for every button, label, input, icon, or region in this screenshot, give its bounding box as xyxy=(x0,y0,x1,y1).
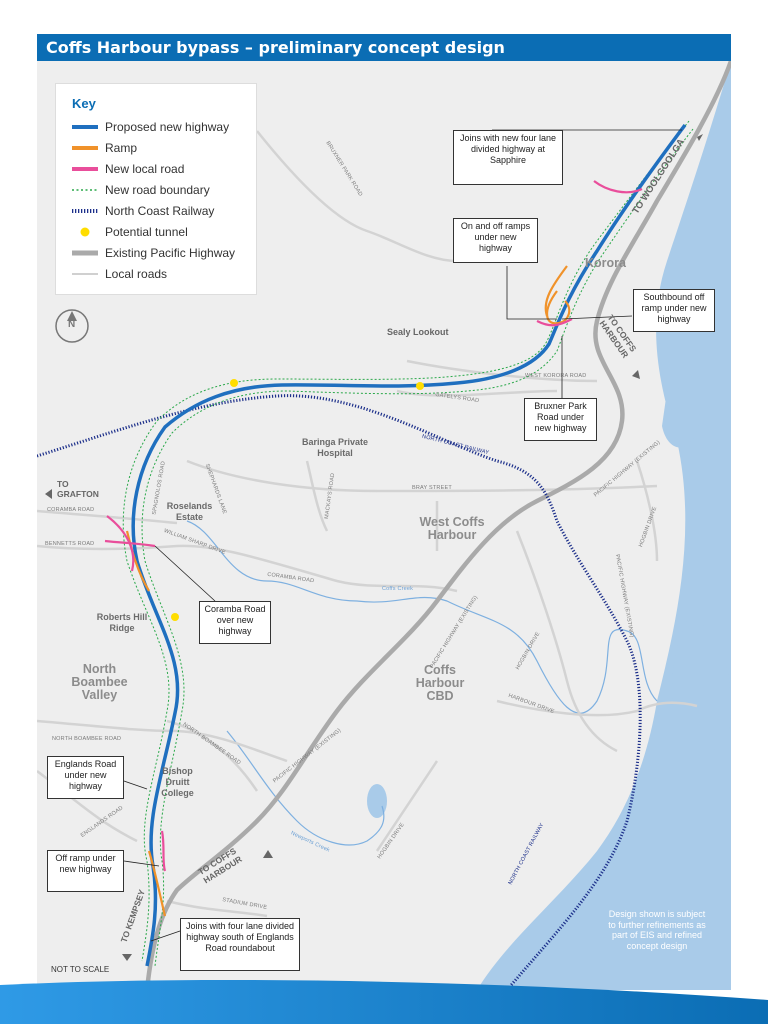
arrow-kempsey xyxy=(122,954,132,961)
newports-creek xyxy=(226,730,385,846)
road-coramba: CORAMBA ROAD xyxy=(47,507,95,513)
new-local-road-north xyxy=(593,180,643,194)
callout-southbound: Southbound off ramp under new highway xyxy=(633,289,715,332)
compass-ring xyxy=(55,309,89,343)
callout-ramps: On and off ramps under new highway xyxy=(453,218,538,263)
place-roberts-hill: Roberts Hill Ridge xyxy=(96,612,148,633)
arrow-grafton xyxy=(45,489,52,499)
compass-arrow xyxy=(67,311,77,321)
leader-coramba xyxy=(154,545,216,602)
road-north-boambee: NORTH BOAMBEE ROAD xyxy=(52,736,122,742)
leader-off-ramp xyxy=(123,860,160,867)
local-roads-group xyxy=(37,130,698,918)
new-road-boundary-west xyxy=(122,120,690,962)
legend-yellow-dot-icon xyxy=(80,227,90,237)
new-local-road-bennetts xyxy=(106,515,135,572)
legend-grey-thin-icon xyxy=(72,273,98,275)
place-west-coffs: West Coffs Harbour xyxy=(419,515,485,542)
legend-label: Proposed new highway xyxy=(105,120,230,134)
legend: Key Proposed new highway Ramp New local … xyxy=(55,83,257,295)
tunnel-marker-1 xyxy=(230,379,238,387)
existing-pacific-highway xyxy=(144,61,731,990)
harbour-inlet xyxy=(672,621,731,751)
legend-label: Potential tunnel xyxy=(105,225,188,239)
compass-label: N xyxy=(68,319,76,330)
coffs-creek xyxy=(186,520,658,714)
map-area[interactable]: Key Proposed new highway Ramp New local … xyxy=(37,61,731,990)
creek-coffs: Coffs Creek xyxy=(382,586,414,592)
place-korora: Korora xyxy=(585,256,626,270)
ramp-south xyxy=(147,850,167,917)
callout-off-ramp: Off ramp under new highway xyxy=(47,850,124,892)
legend-grey-thick-icon xyxy=(72,250,98,256)
road-west-korora: WEST KORORA ROAD xyxy=(525,373,587,379)
tunnel-marker-3 xyxy=(171,613,179,621)
legend-label: Existing Pacific Highway xyxy=(105,246,236,260)
callout-coramba: Coramba Road over new highway xyxy=(199,601,271,644)
leader-ramps xyxy=(506,266,557,320)
legend-label: Ramp xyxy=(105,141,138,155)
arrow-coffs-north xyxy=(632,370,640,379)
leader-southbound xyxy=(561,315,633,320)
ramp-korora xyxy=(546,290,571,325)
callout-bruxner: Bruxner Park Road under new highway xyxy=(524,398,597,441)
leader-englands xyxy=(123,780,148,790)
boambee-lake xyxy=(367,784,387,818)
callout-englands: Englands Road under new highway xyxy=(47,756,124,799)
road-bray: BRAY STREET xyxy=(412,485,452,491)
callout-englands-roundabout: Joins with four lane divided highway sou… xyxy=(180,918,300,971)
place-baringa: Baringa Private Hospital xyxy=(301,437,369,458)
tunnel-marker-2 xyxy=(416,382,424,390)
map-title: Coffs Harbour bypass – preliminary conce… xyxy=(37,34,731,61)
legend-label: North Coast Railway xyxy=(105,204,215,218)
ramp-coramba xyxy=(125,530,150,592)
arrow-coffs-south xyxy=(263,850,273,858)
arrow-woolgoolga xyxy=(697,134,703,141)
callout-sapphire: Joins with new four lane divided highway… xyxy=(453,130,563,185)
legend-orange-line-icon xyxy=(72,146,98,150)
place-coffs-cbd: Coffs Harbour CBD xyxy=(415,663,465,703)
design-note: Design shown is subject to further refin… xyxy=(608,909,706,951)
place-roselands: Roselands Estate xyxy=(166,501,213,522)
place-bishop-druitt: Bishop Druitt College xyxy=(161,766,194,798)
legend-blue-line-icon xyxy=(72,125,98,129)
footer-wave xyxy=(0,980,768,1024)
legend-title: Key xyxy=(72,96,96,111)
legend-label: Local roads xyxy=(105,267,168,281)
ocean xyxy=(477,61,731,990)
not-to-scale-label: NOT TO SCALE xyxy=(51,965,110,974)
place-sealy-lookout: Sealy Lookout xyxy=(387,327,449,337)
legend-pink-line-icon xyxy=(72,167,98,171)
legend-label: New road boundary xyxy=(105,183,210,197)
leader-roundabout xyxy=(150,930,181,942)
new-local-road-south xyxy=(160,830,167,872)
proposed-new-highway xyxy=(131,123,687,967)
dir-grafton: TO GRAFTON xyxy=(57,479,99,499)
road-bennetts: BENNETTS ROAD xyxy=(45,541,95,547)
coast-islands xyxy=(662,388,700,448)
legend-railway-icon xyxy=(72,209,98,213)
legend-green-dotted-icon xyxy=(72,189,98,191)
new-local-road-korora xyxy=(536,318,573,327)
place-north-boambee: North Boambee Valley xyxy=(71,662,128,702)
legend-label: New local road xyxy=(105,162,185,176)
